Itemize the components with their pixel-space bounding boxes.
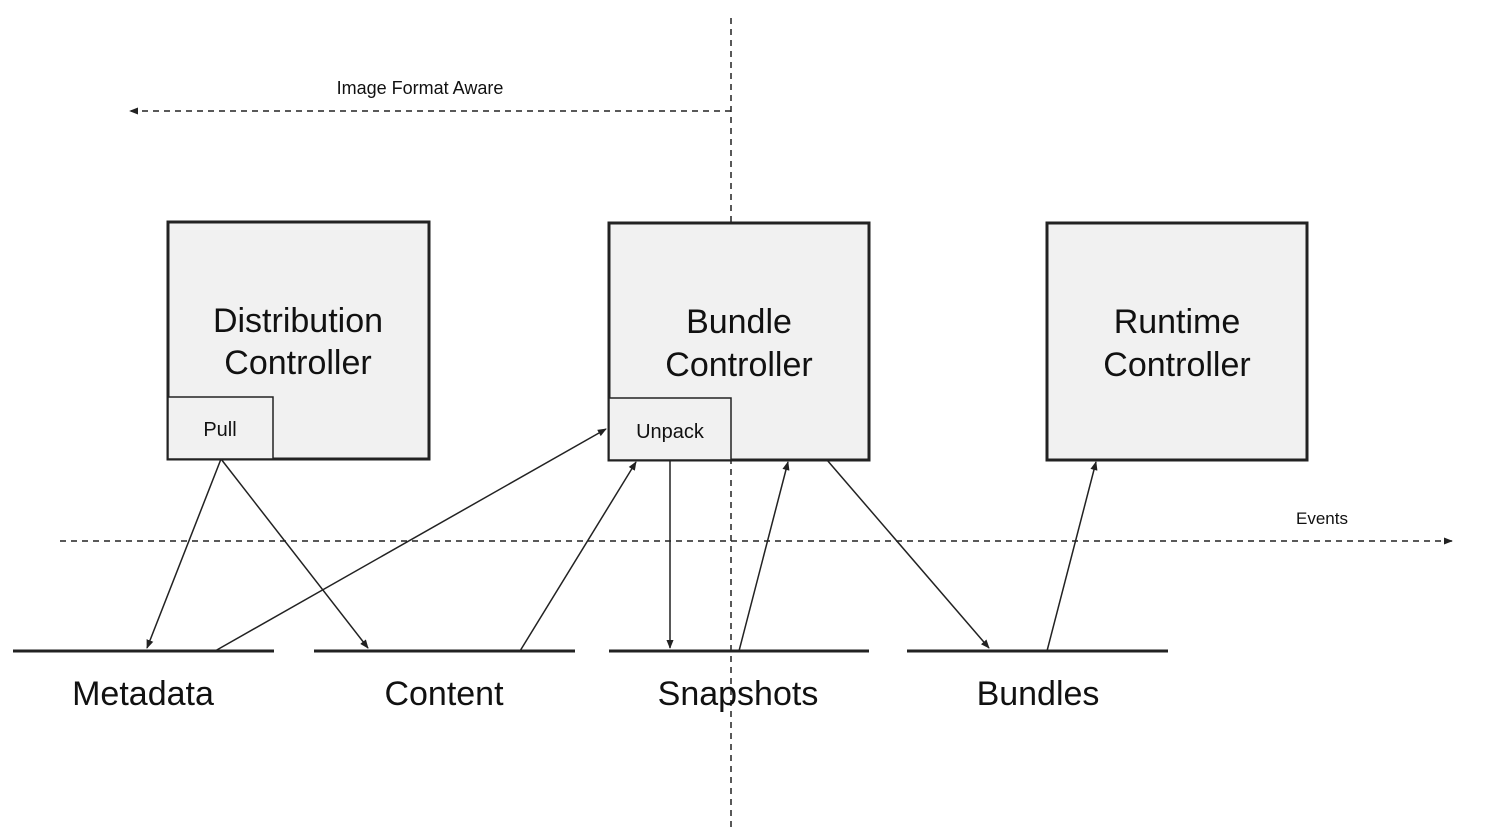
events-label: Events (1296, 509, 1348, 528)
arrow-metadata-to-unpack (214, 428, 607, 652)
arrow-bundles-to-runtime-controller (1046, 461, 1098, 652)
arrow-pull-to-content (220, 458, 369, 649)
store-metadata: Metadata (13, 649, 274, 713)
distribution-controller-title-line1: Distribution (213, 302, 383, 340)
arrow-content-to-unpack (519, 461, 637, 652)
image-format-aware-label: Image Format Aware (337, 78, 504, 98)
store-bundles: Bundles (907, 649, 1168, 713)
runtime-controller: Runtime Controller (1045, 221, 1309, 462)
arrow-bundle-controller-to-bundles (826, 459, 990, 649)
store-snapshots-label: Snapshots (658, 675, 819, 713)
bundle-controller-title-line2: Controller (665, 346, 812, 384)
store-metadata-label: Metadata (72, 675, 214, 713)
arrow-snapshots-to-bundle-controller (738, 461, 790, 652)
bundle-controller-title-line1: Bundle (686, 303, 792, 341)
store-content: Content (314, 649, 575, 713)
store-content-label: Content (384, 675, 504, 713)
bundle-controller: Bundle Controller Unpack (607, 221, 871, 462)
pull-label: Pull (203, 419, 236, 441)
unpack-box (608, 397, 732, 461)
arrow-pull-to-metadata (146, 458, 222, 649)
distribution-controller: Distribution Controller Pull (166, 220, 431, 461)
runtime-controller-title-line1: Runtime (1114, 303, 1241, 341)
store-bundles-label: Bundles (977, 675, 1100, 713)
runtime-controller-title-line2: Controller (1103, 346, 1250, 384)
unpack-label: Unpack (636, 421, 705, 443)
store-snapshots: Snapshots (609, 649, 869, 713)
distribution-controller-title-line2: Controller (224, 344, 371, 382)
